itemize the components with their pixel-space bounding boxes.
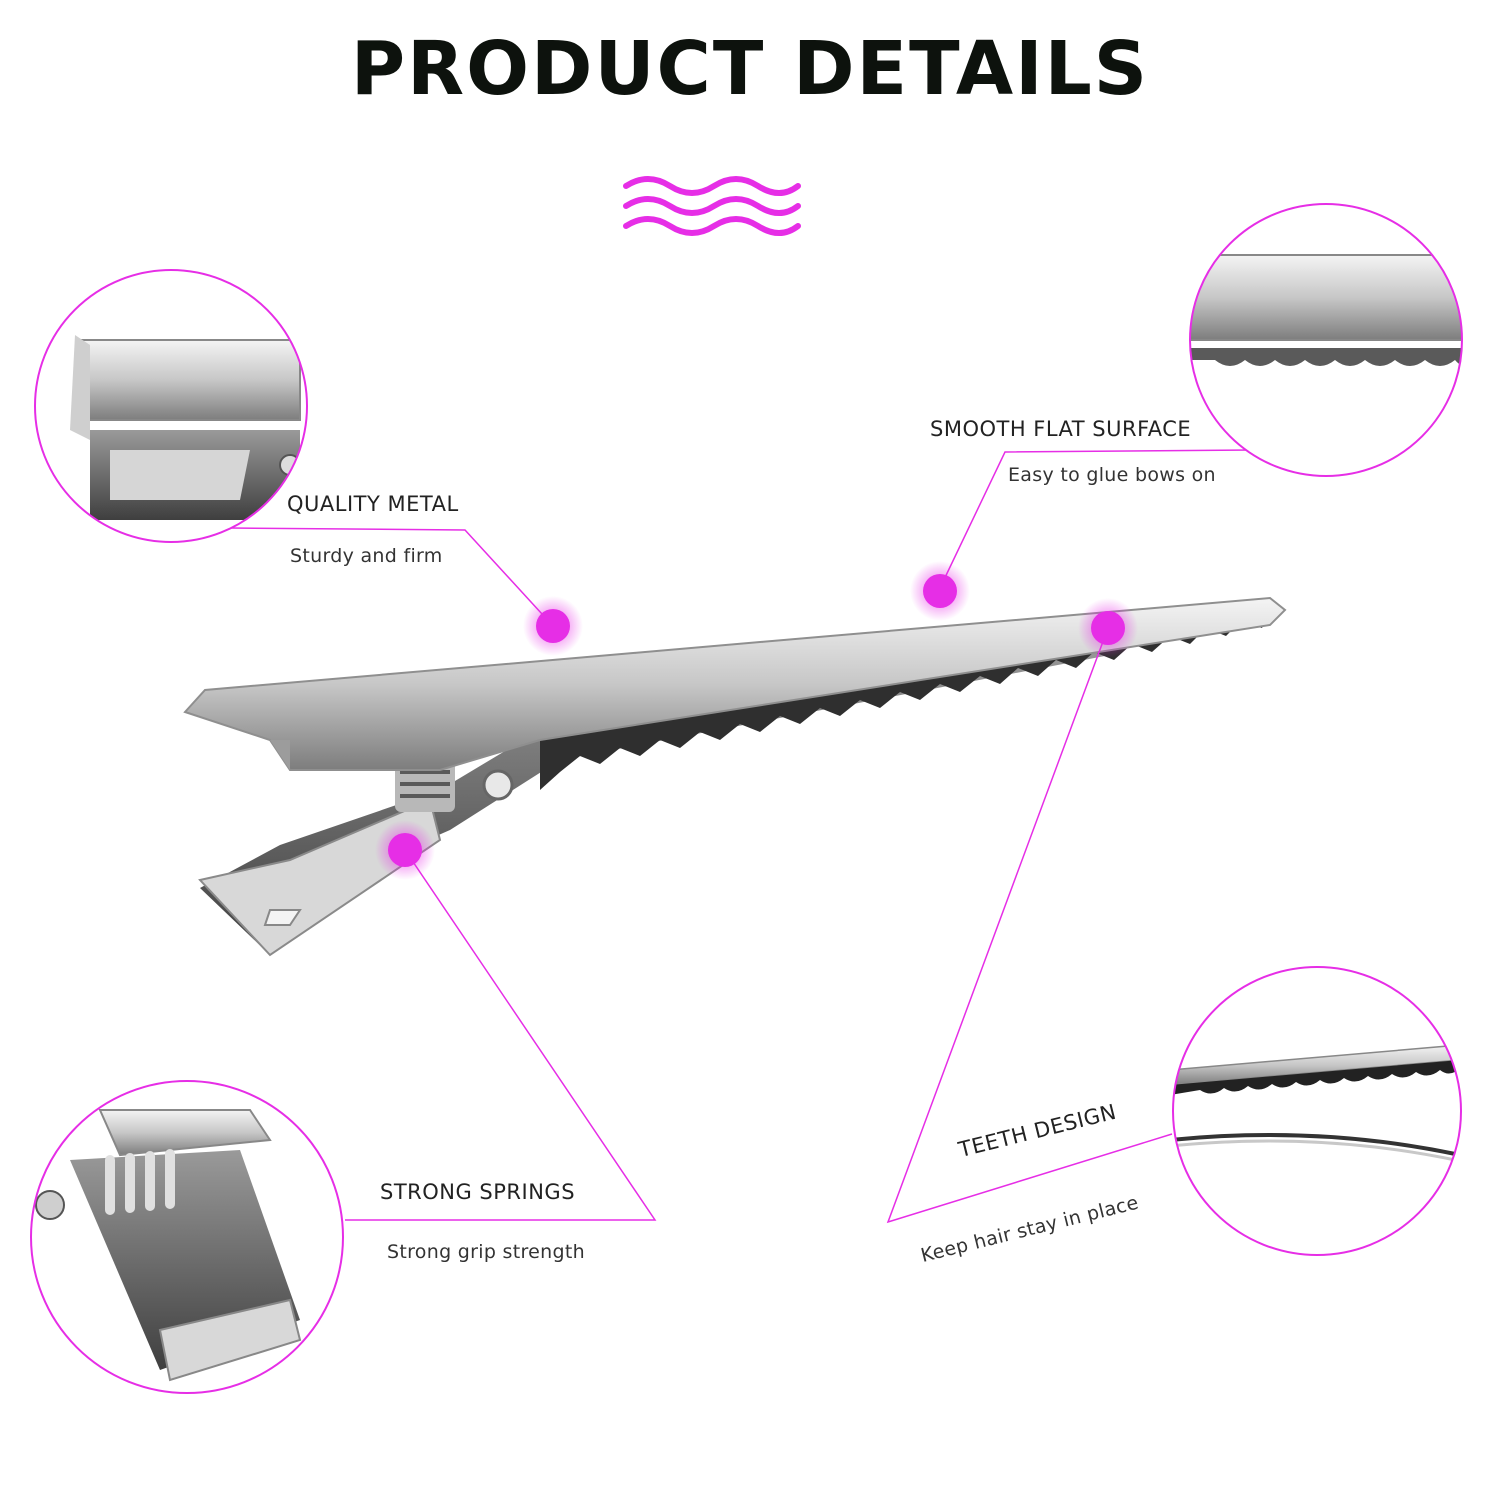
- feature-label-strong-springs: STRONG SPRINGS: [380, 1180, 576, 1204]
- wave-lines-icon: [623, 176, 801, 236]
- dot-marker-strong-springs: [375, 820, 435, 880]
- feature-label-quality-metal: QUALITY METAL: [287, 492, 459, 516]
- dot-marker-smooth-surface: [910, 561, 970, 621]
- dot-marker-quality-metal: [523, 596, 583, 656]
- feature-desc-strong-springs: Strong grip strength: [387, 1241, 585, 1263]
- detail-circle-teeth-design: [1172, 966, 1462, 1256]
- detail-circle-smooth-surface: [1189, 203, 1463, 477]
- page-title: PRODUCT DETAILS: [350, 26, 1150, 112]
- detail-circle-strong-springs: [30, 1080, 344, 1394]
- feature-desc-quality-metal: Sturdy and firm: [290, 545, 443, 567]
- feature-desc-smooth-surface: Easy to glue bows on: [1008, 464, 1216, 486]
- detail-circle-quality-metal: [34, 269, 308, 543]
- callout-lines: [229, 449, 1253, 1224]
- dot-marker-teeth-design: [1078, 598, 1138, 658]
- feature-label-smooth-surface: SMOOTH FLAT SURFACE: [930, 417, 1192, 441]
